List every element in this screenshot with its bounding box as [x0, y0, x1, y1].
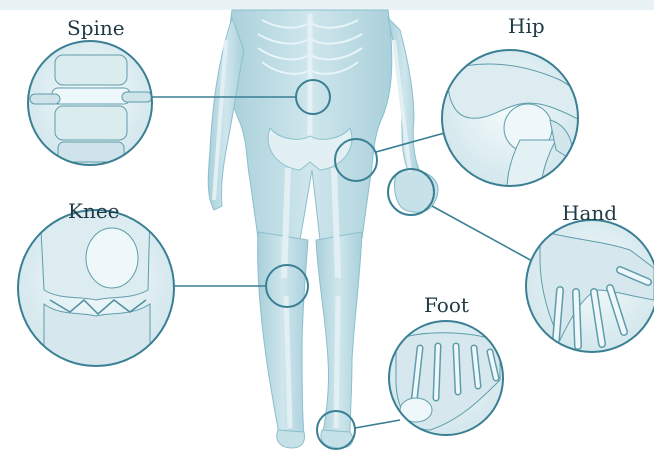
hand-zoom	[526, 220, 654, 352]
small-hand	[395, 170, 439, 213]
hip-zoom	[442, 50, 584, 200]
top-fade	[0, 0, 654, 10]
right-femur	[334, 168, 338, 278]
hip-label: Hip	[508, 14, 545, 38]
right-tibia	[336, 296, 338, 428]
left-foot	[277, 430, 305, 448]
foot-label: Foot	[424, 293, 469, 317]
foot-zoom	[389, 321, 503, 435]
hand-connector	[432, 206, 534, 262]
left-femur	[284, 168, 288, 278]
hand-label: Hand	[562, 201, 617, 225]
spine-label: Spine	[67, 16, 125, 40]
knee-zoom	[18, 210, 174, 370]
spine-zoom	[28, 41, 152, 165]
knee-label: Knee	[68, 199, 120, 223]
foot-connector	[355, 420, 400, 428]
